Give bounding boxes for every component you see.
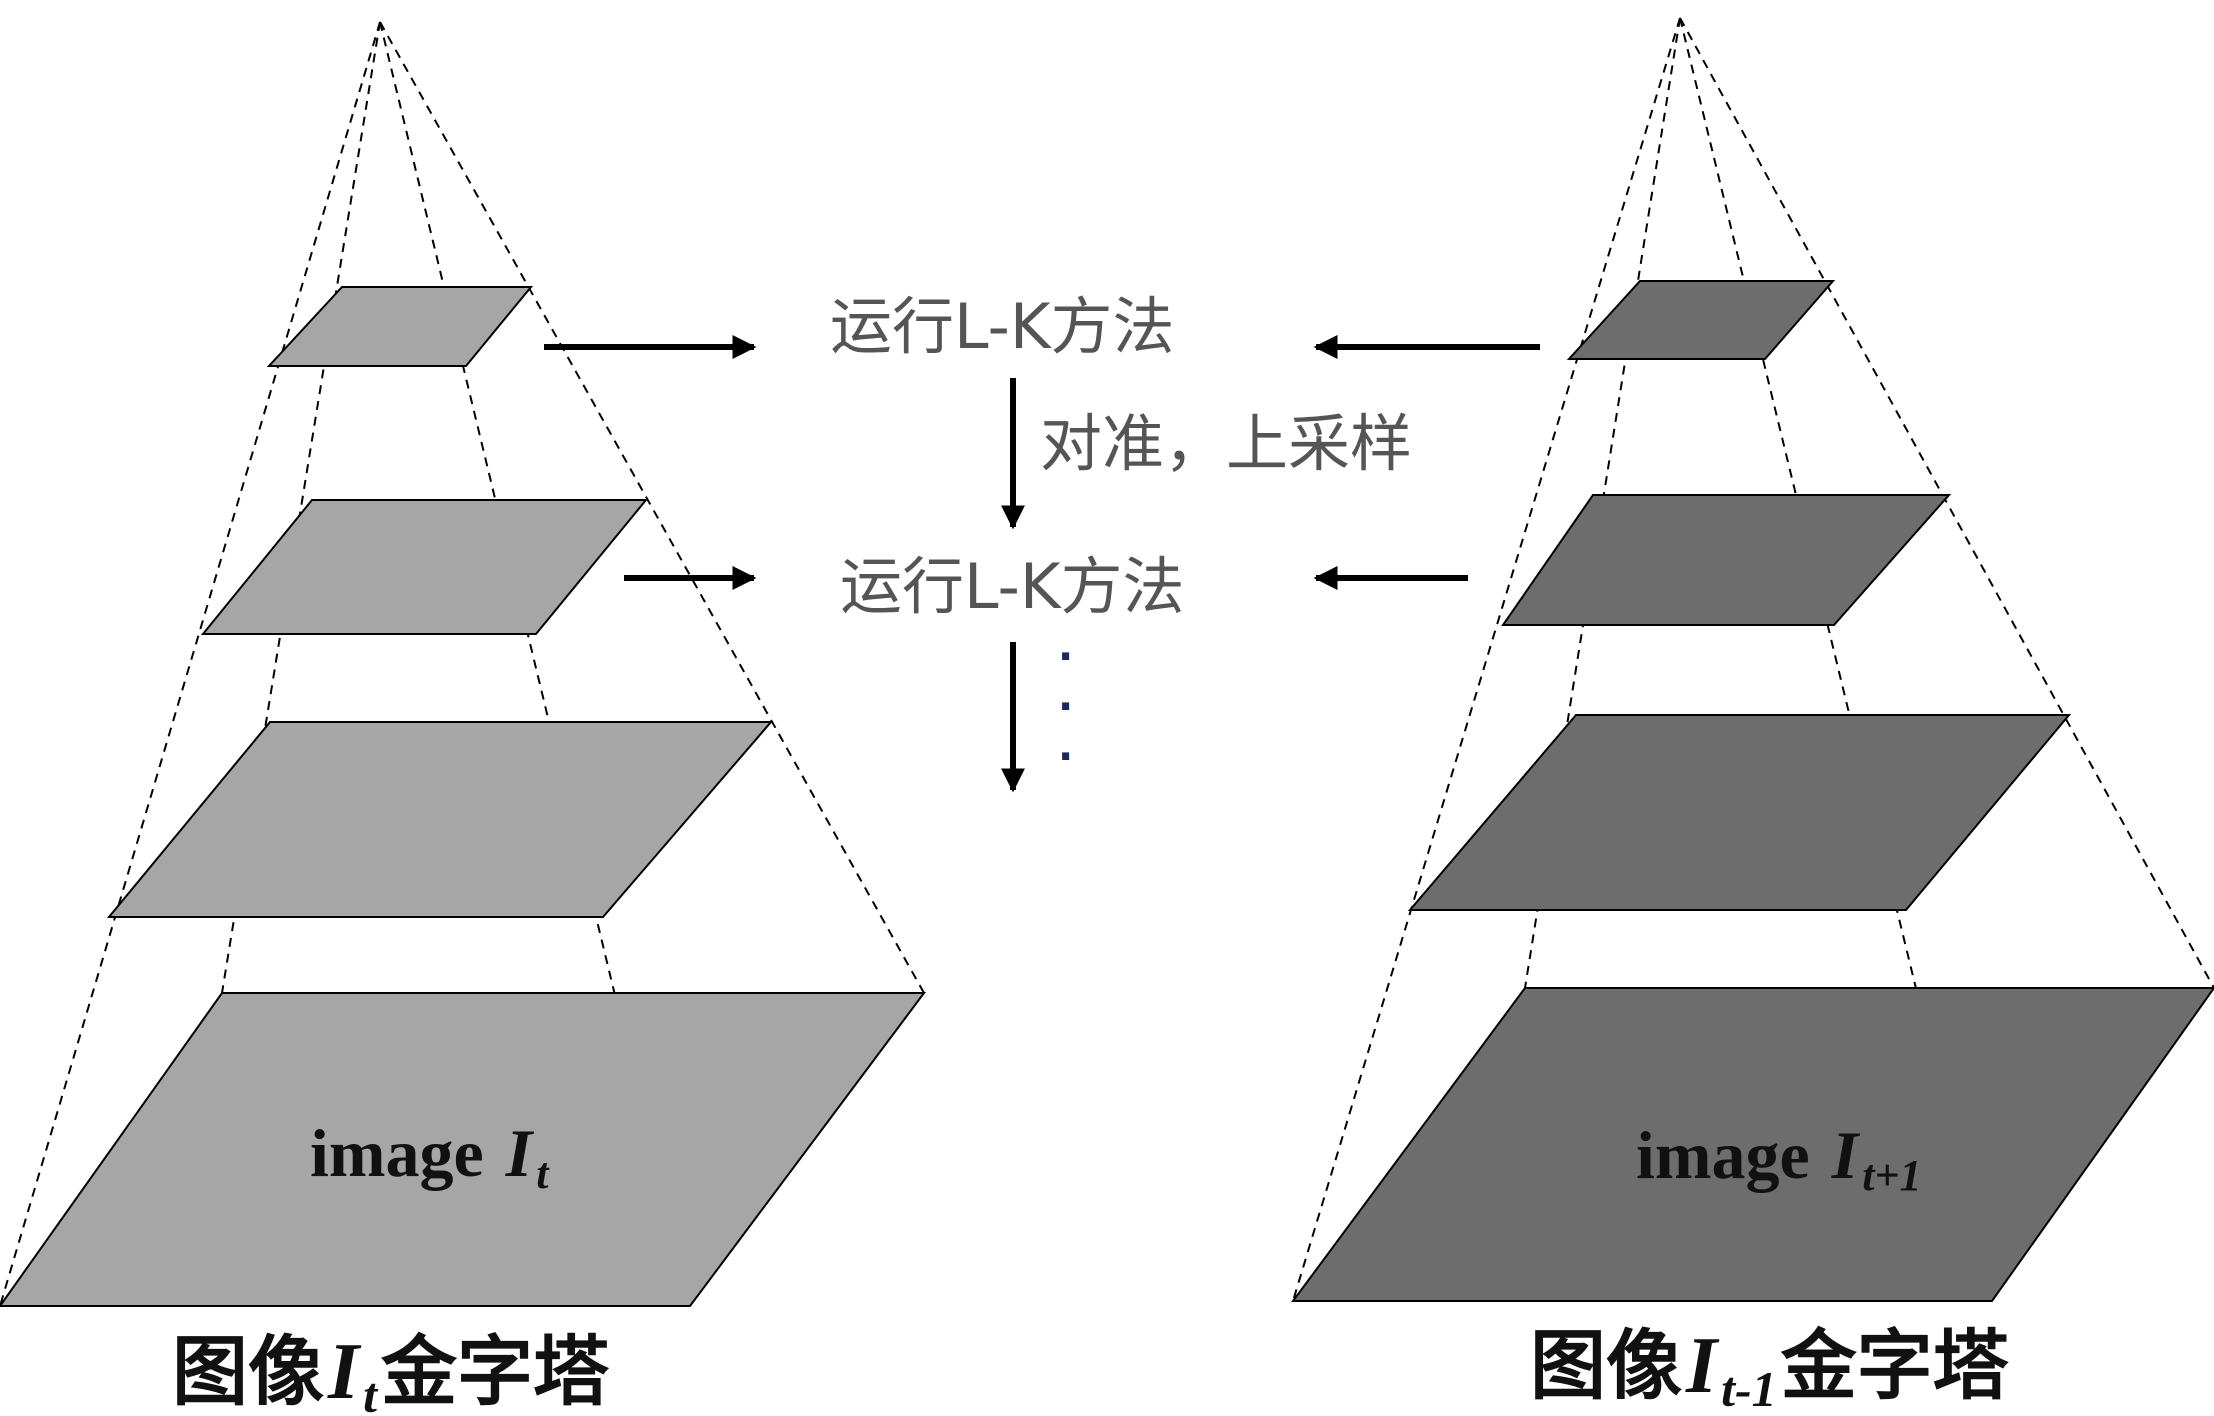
run-lk-label-middle: 运行L-K方法 [840,550,1184,623]
left-base-label: image I t [310,1115,550,1198]
align-upsample-label: 对准，上采样 [1040,407,1412,480]
left-layer-1 [266,286,534,367]
left-layer-base [0,992,926,1307]
right-base-label: image I t+1 [1636,1117,1921,1200]
left-pyramid: image I t [0,21,926,1307]
right-caption: 图像 I t-1 金字塔 [1530,1321,2010,1416]
continuation-dots: · · · [1058,634,1073,780]
center-flow: 运行L-K方法 对准，上采样 运行L-K方法 · · · [544,290,1540,793]
left-caption: 图像 I t 金字塔 [172,1327,610,1416]
right-layer-2 [1501,494,1952,626]
right-pyramid: image I t+1 [1291,17,2214,1302]
right-layer-base [1291,987,2214,1302]
run-lk-label-top: 运行L-K方法 [830,290,1174,363]
svg-text:·: · [1058,734,1073,780]
svg-text:·: · [1058,634,1073,680]
right-layer-1 [1566,280,1836,360]
left-layer-2 [200,499,649,635]
right-layer-3 [1407,714,2072,911]
svg-text:·: · [1058,684,1073,730]
left-layer-3 [106,721,774,918]
